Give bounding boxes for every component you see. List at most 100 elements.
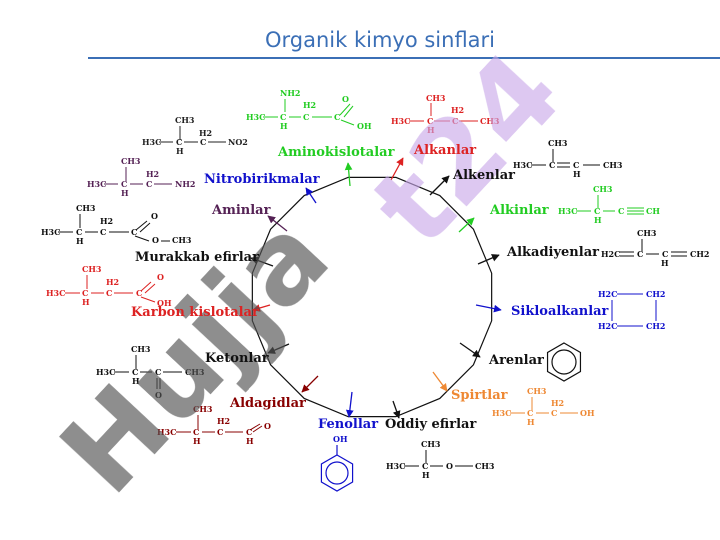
formula-text: H2 (217, 416, 230, 426)
formula-text: CH3 (475, 461, 495, 471)
formula-text: CH3 (548, 138, 568, 148)
formula-text: H (76, 236, 84, 246)
bond (134, 235, 150, 242)
class-label-murakkab-efirlar: Murakkab efirlar (135, 250, 259, 265)
formula-text: OH (580, 408, 595, 418)
formula-text: H2 (303, 100, 316, 110)
formula-text: C (637, 249, 643, 259)
class-label-sikloalkanlar: Sikloalkanlar (511, 304, 609, 319)
formula-text: C (100, 227, 106, 237)
arrow-aminlar (267, 215, 288, 232)
formula-text: C (549, 160, 555, 170)
formula-text: CH2 (690, 249, 710, 259)
formula-text: C (452, 116, 458, 126)
bond (135, 220, 148, 231)
benzene-circle (551, 349, 577, 375)
formula-text: C (662, 249, 668, 259)
formula-text: H (573, 169, 581, 179)
formula-text: CH3 (193, 404, 213, 414)
arrow-spirtlar (432, 371, 448, 392)
formula-text: H3C (558, 206, 578, 216)
formula-text: C (176, 137, 182, 147)
formula-text: H (82, 297, 90, 307)
bond (249, 423, 261, 431)
formula-text: H3C (142, 137, 162, 147)
formula-text: O (151, 211, 158, 221)
formula-text: H2 (106, 277, 119, 287)
formula-text: H (527, 417, 535, 427)
formula-text: H (246, 436, 254, 446)
formula-text: OH (333, 434, 348, 444)
formula-arene (546, 342, 582, 382)
formula-text: H (121, 188, 129, 198)
formula-text: H3C (386, 461, 406, 471)
formula-text: H3C (391, 116, 411, 126)
formula-text: H (427, 125, 435, 135)
formula-text: C (106, 288, 112, 298)
formula-text: CH3 (426, 93, 446, 103)
class-label-karbon-kislotalar: Karbon kislotalar (131, 305, 259, 320)
bond (139, 222, 151, 233)
bond (339, 103, 351, 116)
formula-text: H3C (41, 227, 61, 237)
formula-text: H (132, 376, 140, 386)
formula-text: CH3 (421, 439, 441, 449)
formula-text: C (334, 112, 340, 122)
arrow-aminokislotalar (344, 162, 353, 187)
formula-text: H (422, 470, 430, 480)
bond (144, 283, 156, 294)
class-label-ketonlar: Ketonlar (205, 351, 269, 366)
class-arrows (250, 157, 502, 419)
formula-text: C (303, 112, 309, 122)
arrow-sikloalkanlar (475, 304, 502, 313)
formula-text: C (131, 227, 137, 237)
arrow-nitrobirikmalar (305, 187, 317, 204)
formula-text: H3C (246, 112, 266, 122)
formula-text: H (594, 215, 602, 225)
class-label-aminokislotalar: Aminokislotalar (278, 145, 395, 160)
formula-text: CH3 (175, 115, 195, 125)
formula-text: H2 (146, 169, 159, 179)
formula-text: H3C (157, 427, 177, 437)
formula-text: CH3 (131, 344, 151, 354)
formula-text: O (264, 421, 271, 431)
formula-text: H (280, 121, 288, 131)
formula-text: O (446, 461, 453, 471)
formula-text: CH3 (82, 264, 102, 274)
formula-text: C (136, 288, 142, 298)
formula-text: H2 (199, 128, 212, 138)
formula-text: H3C (46, 288, 66, 298)
formula-text: NH2 (280, 88, 300, 98)
formula-text: NO2 (228, 137, 248, 147)
arrow-karbon-kislotalar (252, 304, 271, 312)
formula-text: O (152, 235, 159, 245)
formula-text: H3C (513, 160, 533, 170)
bond (252, 425, 263, 433)
formula-text: C (121, 179, 127, 189)
formula-text: H3C (96, 367, 116, 377)
class-label-aminlar: Aminlar (212, 203, 271, 218)
formula-text: C (573, 160, 579, 170)
formula-text: C (76, 227, 82, 237)
formula-text: H (193, 436, 201, 446)
formula-text: CH3 (121, 156, 141, 166)
arrow-alkenlar (429, 175, 450, 196)
bond (340, 119, 355, 126)
arrow-ketonlar (267, 343, 290, 354)
formula-text: C (551, 408, 557, 418)
formula-text: C (193, 427, 199, 437)
arrow-arenlar (459, 342, 481, 358)
formula-text: CH3 (76, 203, 96, 213)
formula-text: OH (357, 121, 372, 131)
class-label-oddiy-efirlar: Oddiy efirlar (385, 417, 477, 432)
formula-text: C (618, 206, 624, 216)
formula-text: CH3 (480, 116, 500, 126)
formula-text: CH3 (185, 367, 205, 377)
